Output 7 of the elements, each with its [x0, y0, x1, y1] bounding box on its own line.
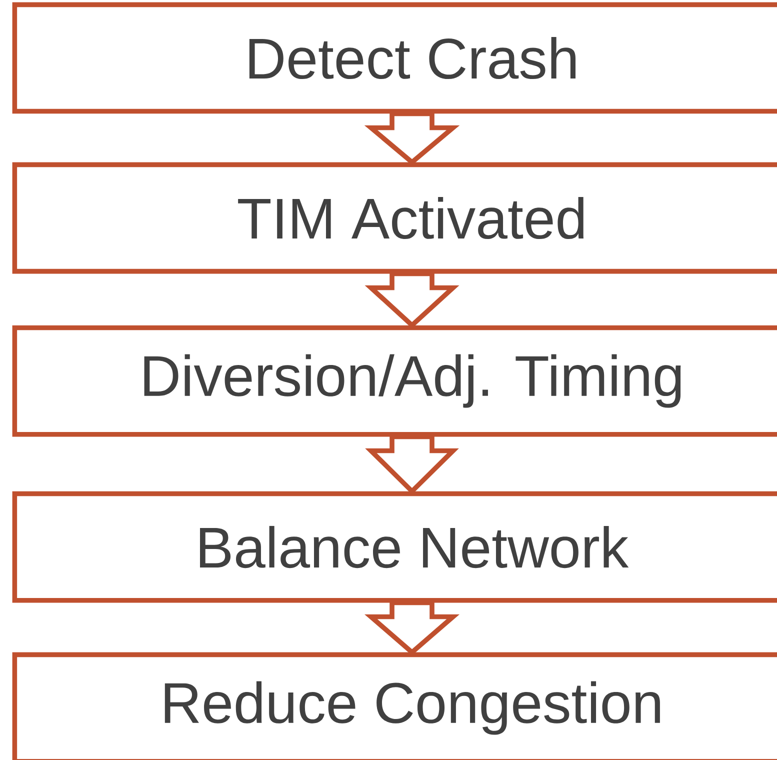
process-box: Reduce Congestion [12, 652, 777, 760]
process-box: Balance Network [12, 491, 777, 603]
arrow [364, 600, 460, 656]
process-box: Detect Crash [12, 2, 777, 114]
process-box: TIM Activated [12, 162, 777, 274]
process-box: Diversion/Adj. Timing [12, 325, 777, 437]
arrow [364, 111, 460, 166]
